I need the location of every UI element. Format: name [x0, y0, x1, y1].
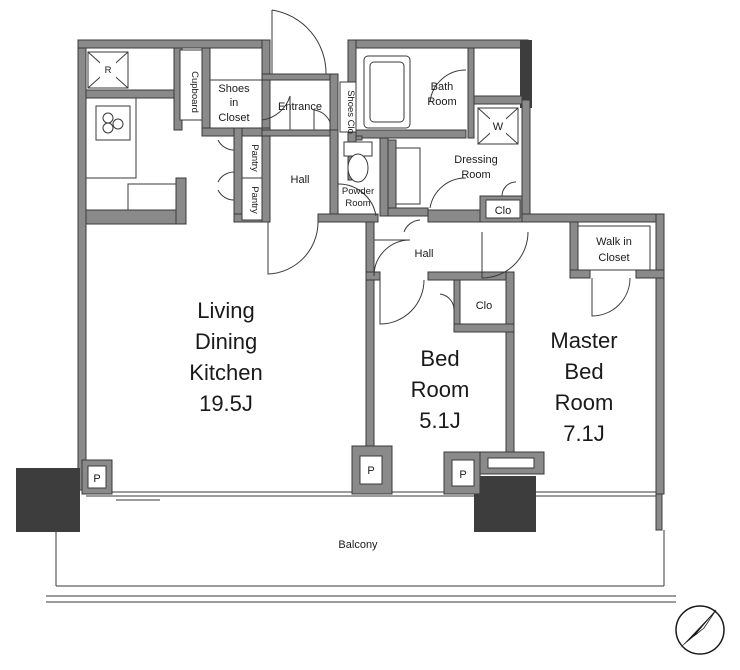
- fixtures: [87, 49, 651, 271]
- ldk-size: 19.5J: [199, 391, 253, 416]
- shoes-closet-label-1: Shoes: [218, 83, 250, 95]
- pantry-label-2: Pantry: [249, 186, 260, 214]
- dressing-room-label-2: Room: [461, 169, 490, 181]
- refrigerator-label: R: [105, 65, 112, 76]
- hall-upper-label: Hall: [291, 174, 310, 186]
- powder-room-label-2: Room: [345, 198, 370, 209]
- master-bed-label-1: Master: [550, 328, 617, 353]
- master-bed-label-3: Room: [555, 390, 614, 415]
- ldk-label-1: Living: [197, 298, 254, 323]
- pipe-space-label-2: P: [367, 465, 374, 477]
- compass-icon: [675, 605, 725, 655]
- ldk-label-3: Kitchen: [189, 360, 262, 385]
- room-labels: R Cupboard Shoes in Closet Entrance Shoe…: [93, 65, 632, 551]
- cupboard-label: Cupboard: [189, 71, 200, 113]
- dressing-room-label-1: Dressing: [454, 154, 497, 166]
- pipe-space-label-1: P: [93, 473, 100, 485]
- doors: [217, 9, 631, 325]
- clo-bed-label: Clo: [476, 300, 493, 312]
- entrance-label: Entrance: [278, 101, 322, 113]
- master-bed-label-2: Bed: [564, 359, 603, 384]
- bed-room-size: 5.1J: [419, 408, 461, 433]
- walk-in-closet-label-1: Walk in: [596, 236, 632, 248]
- bed-room-label-1: Bed: [420, 346, 459, 371]
- walk-in-closet-label-2: Closet: [598, 252, 629, 264]
- balcony-area: [16, 445, 676, 603]
- bath-room-label-2: Room: [427, 96, 456, 108]
- bed-room-label-2: Room: [411, 377, 470, 402]
- clo-dressing-label: Clo: [495, 205, 512, 217]
- master-bed-size: 7.1J: [563, 421, 605, 446]
- bath-room-label-1: Bath: [431, 81, 454, 93]
- shoes-closet-label-2: in: [230, 97, 239, 109]
- shoes-clo-label: Shoes Clo: [345, 90, 356, 134]
- powder-room-label-1: Powder: [342, 186, 374, 197]
- balcony-label: Balcony: [338, 539, 378, 551]
- hall-lower-label: Hall: [415, 248, 434, 260]
- washer-label: W: [493, 121, 504, 133]
- ldk-label-2: Dining: [195, 329, 257, 354]
- pipe-space-label-3: P: [459, 469, 466, 481]
- pantry-label-1: Pantry: [249, 144, 260, 172]
- interior-walls: [85, 47, 665, 461]
- shoes-closet-label-3: Closet: [218, 112, 249, 124]
